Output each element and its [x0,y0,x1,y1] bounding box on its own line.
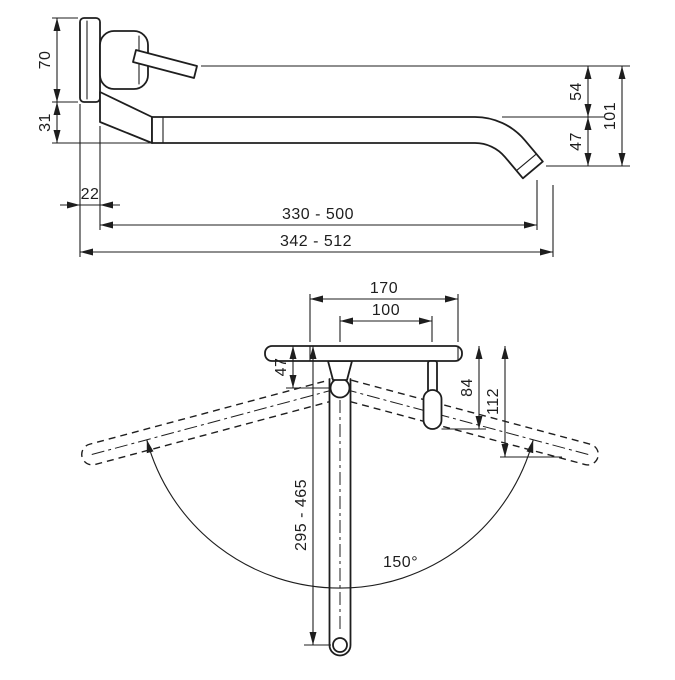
spout-pivot [329,377,351,399]
side-view: 70 31 22 330 - 500 [37,17,630,257]
faucet-side-profile [79,17,544,180]
handle-plan-knob [422,389,443,430]
dimension-overall-reach: 342 - 512 [80,185,554,257]
dimension-handle-to-spout: 54 [568,66,592,117]
handle-lever [132,49,198,79]
dim-label-150deg: 150° [383,554,418,571]
dim-label-54: 54 [568,82,585,101]
spout-connector [99,91,153,144]
dimension-total-drop: 101 [602,66,626,166]
dim-label-330-500: 330 - 500 [282,206,354,223]
aerator-joint-line [515,153,537,172]
dim-label-100: 100 [372,302,400,319]
dim-label-70: 70 [37,51,54,70]
dim-label-342-512: 342 - 512 [280,233,352,250]
dimension-spout-reach: 295 - 465 [293,346,331,646]
dim-label-112: 112 [485,388,502,415]
dimension-fixing-span: 170 [309,280,459,342]
dimension-drop-below-escutcheon: 31 [37,102,152,144]
side-dimensions: 70 31 22 330 - 500 [37,17,630,257]
spout-tube-plan [328,378,352,657]
plan-dimensions: 170 100 47 84 [273,280,562,646]
dimension-handle-depth: 84 [441,346,486,430]
dimension-reach: 330 - 500 [100,180,538,230]
plan-view: 170 100 47 84 [81,280,599,657]
dim-label-295-465: 295 - 465 [293,479,310,551]
dimension-spout-to-handle: 100 [339,302,433,342]
spout-outlet [332,637,348,653]
dimension-escutcheon-depth: 22 [60,104,120,257]
wall-escutcheon [79,17,101,103]
swung-spout-left [81,377,350,466]
spout-base-connector [327,360,353,381]
dim-label-170: 170 [370,280,398,297]
dim-label-101: 101 [602,102,619,130]
dim-label-47-plan: 47 [273,358,290,377]
dim-label-22: 22 [81,186,100,203]
dim-label-84: 84 [459,378,476,397]
dimension-spout-drop: 47 [568,117,592,166]
spout-arm [151,116,544,180]
dimension-escutcheon-height: 70 [37,17,78,103]
dimension-handle-overall-depth: 112 [485,346,562,458]
dim-label-47-side: 47 [568,132,585,151]
dim-label-31: 31 [37,113,54,132]
dimension-wall-to-pivot: 47 [273,346,330,389]
wall-plate-plan [264,345,463,362]
swivel-arc [146,439,534,589]
